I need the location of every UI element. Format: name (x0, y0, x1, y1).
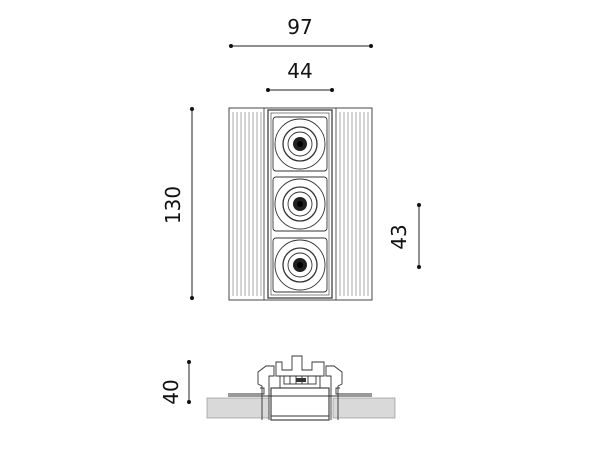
module-width-label: 44 (287, 59, 312, 83)
fixture-frame (228, 107, 373, 301)
section-view (206, 355, 396, 421)
fixture-body (270, 387, 330, 421)
dimension-module-width: 44 (266, 59, 334, 92)
top-bracket (275, 355, 325, 377)
dimension-spot-pitch: 43 (387, 203, 421, 269)
dimension-overall-width: 97 (229, 15, 373, 48)
front-view (228, 107, 373, 301)
depth-label: 40 (159, 379, 183, 404)
ceiling-right (332, 397, 396, 419)
dimension-depth: 40 (159, 360, 191, 405)
dimension-overall-height: 130 (161, 107, 194, 300)
spotlight-bottom (272, 237, 328, 293)
spotlight-top (272, 116, 328, 172)
left-trim-profile (257, 365, 275, 420)
center-module (267, 109, 333, 299)
terminal-block (283, 375, 317, 385)
ceiling-left (206, 397, 270, 419)
spot-pitch-label: 43 (387, 224, 411, 249)
overall-width-label: 97 (287, 15, 312, 39)
overall-height-label: 130 (161, 186, 185, 224)
left-heatsink (232, 108, 265, 300)
right-heatsink (335, 108, 369, 300)
spotlight-middle (272, 176, 328, 232)
right-trim-profile (325, 365, 343, 420)
